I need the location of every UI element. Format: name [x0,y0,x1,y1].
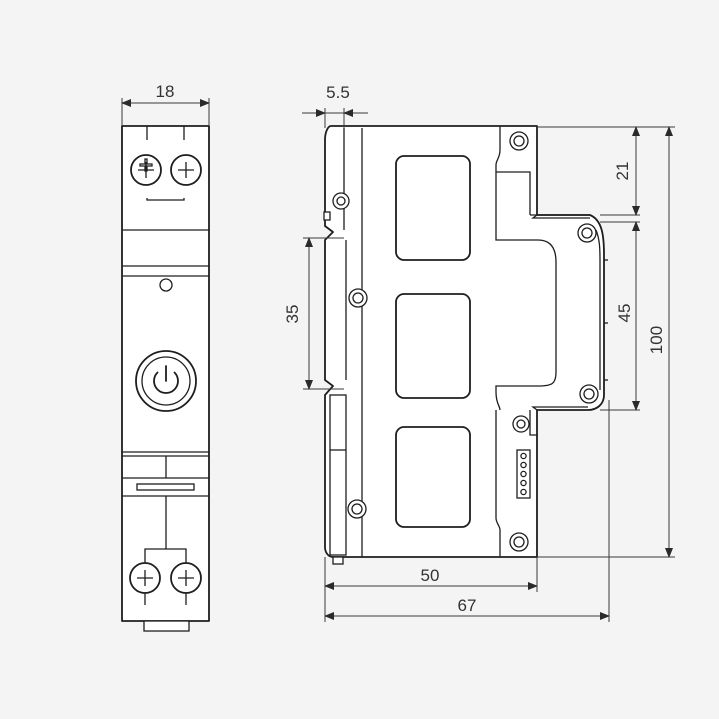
side-screw-icon [509,532,529,552]
side-screw-icon [577,223,597,243]
power-button-icon [135,350,197,412]
connector-pins-icon [516,449,531,499]
side-window-bottom [395,426,471,528]
side-screw-icon [332,192,350,210]
side-screw-icon [512,415,530,433]
dim-label-total-depth: 67 [458,596,477,615]
side-window-middle [395,293,471,399]
dim-label-total-height: 100 [647,326,666,354]
side-screw-icon [579,384,599,404]
side-screw-icon [509,131,529,151]
dim-label-middle-height: 45 [615,304,634,323]
top-right-screw-icon [170,154,202,186]
dim-label-rail-height: 35 [283,305,302,324]
side-screw-icon [347,499,367,519]
front-view [121,98,210,632]
side-screw-icon [348,288,368,308]
indicator-led-icon [159,278,173,292]
dim-label-body-depth: 50 [421,566,440,585]
side-view [302,108,675,622]
bottom-right-screw-icon [170,562,202,594]
side-body-outline [324,125,605,558]
dim-label-top-offset: 21 [613,162,632,181]
dim-label-front-width: 18 [156,82,175,101]
top-left-screw-icon [130,154,162,186]
bottom-left-screw-icon [129,562,161,594]
side-window-top [395,155,471,261]
dim-label-clip-offset: 5.5 [326,83,350,102]
